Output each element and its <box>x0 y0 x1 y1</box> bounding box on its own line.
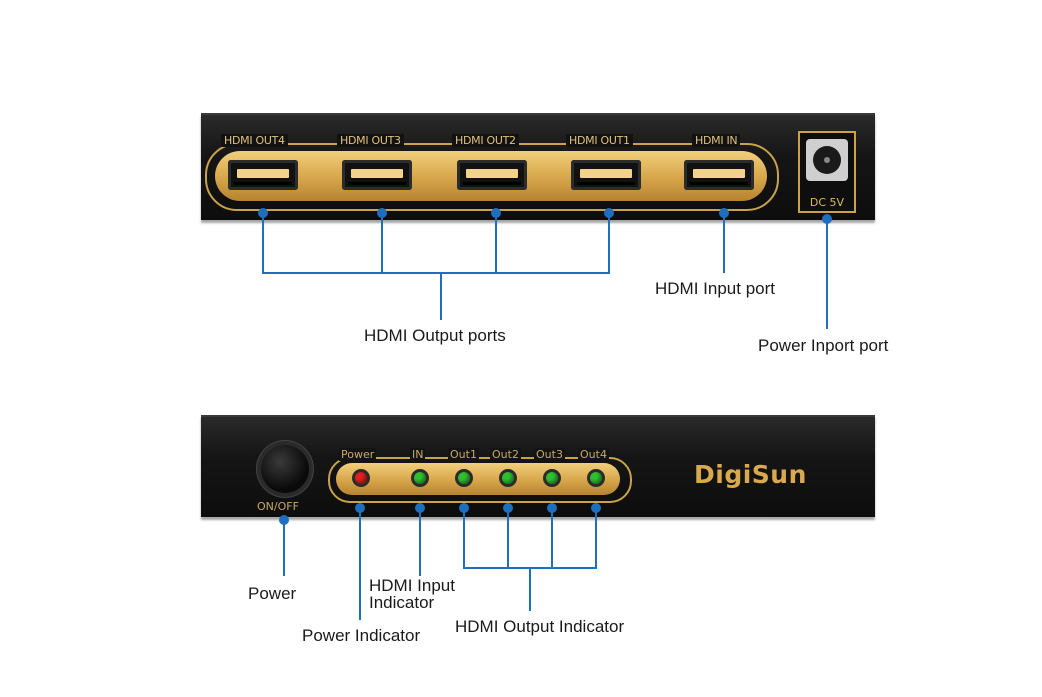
label-hdmi-out1: HDMI OUT1 <box>566 134 633 147</box>
callout-power-inport-port: Power Inport port <box>758 336 889 355</box>
input-led <box>414 472 426 484</box>
callout-hdmi-output-ports: HDMI Output ports <box>364 326 506 345</box>
indicator-frame <box>328 457 632 503</box>
callout-line <box>262 213 264 273</box>
indicator-label-out1: Out1 <box>448 448 479 461</box>
out2-led <box>502 472 514 484</box>
callout-line <box>283 520 285 576</box>
callout-line <box>723 213 725 273</box>
callout-hdmi-input-port: HDMI Input port <box>655 279 775 298</box>
out3-led <box>546 472 558 484</box>
callout-line <box>419 508 421 576</box>
callout-line <box>262 272 610 274</box>
indicator-label-power: Power <box>339 448 377 461</box>
label-hdmi-out2: HDMI OUT2 <box>452 134 519 147</box>
on-off-button[interactable] <box>261 445 309 493</box>
hdmi-out3-port[interactable] <box>342 160 412 190</box>
indicator-label-in: IN <box>410 448 426 461</box>
dc-power-box: DC 5V <box>798 131 856 213</box>
front-panel: ON/OFF Power IN Out1 Out2 Out3 Out4 Digi… <box>201 415 875 517</box>
callout-line <box>529 567 531 611</box>
hdmi-out4-port[interactable] <box>228 160 298 190</box>
callout-line <box>495 213 497 273</box>
out4-led <box>590 472 602 484</box>
indicator-label-out3: Out3 <box>534 448 565 461</box>
callout-line <box>551 508 553 568</box>
power-led <box>355 472 367 484</box>
callout-line <box>440 272 442 320</box>
back-panel: HDMI OUT4 HDMI OUT3 HDMI OUT2 HDMI OUT1 … <box>201 113 875 220</box>
label-hdmi-in: HDMI IN <box>692 134 741 147</box>
indicator-track <box>336 463 620 495</box>
callout-line <box>359 508 361 620</box>
callout-hdmi-input-indicator-2: Indicator <box>369 593 435 612</box>
callout-line <box>826 219 828 329</box>
label-hdmi-out4: HDMI OUT4 <box>221 134 288 147</box>
dc-label: DC 5V <box>809 196 845 209</box>
indicator-label-out2: Out2 <box>490 448 521 461</box>
hdmi-in-port[interactable] <box>684 160 754 190</box>
hdmi-out2-port[interactable] <box>457 160 527 190</box>
hdmi-out1-port[interactable] <box>571 160 641 190</box>
brand-logo: DigiSun <box>694 460 807 489</box>
on-off-label: ON/OFF <box>257 500 299 513</box>
callout-power-indicator: Power Indicator <box>302 626 421 645</box>
indicator-label-out4: Out4 <box>578 448 609 461</box>
callout-hdmi-input-indicator-1: HDMI Input <box>369 576 455 595</box>
dc-jack[interactable] <box>806 139 848 181</box>
callout-line <box>381 213 383 273</box>
out1-led <box>458 472 470 484</box>
label-hdmi-out3: HDMI OUT3 <box>337 134 404 147</box>
callout-power: Power <box>248 584 297 603</box>
callout-line <box>608 213 610 273</box>
callout-line <box>595 508 597 568</box>
callout-line <box>463 508 465 568</box>
callout-hdmi-output-indicator: HDMI Output Indicator <box>455 617 625 636</box>
callout-line <box>507 508 509 568</box>
